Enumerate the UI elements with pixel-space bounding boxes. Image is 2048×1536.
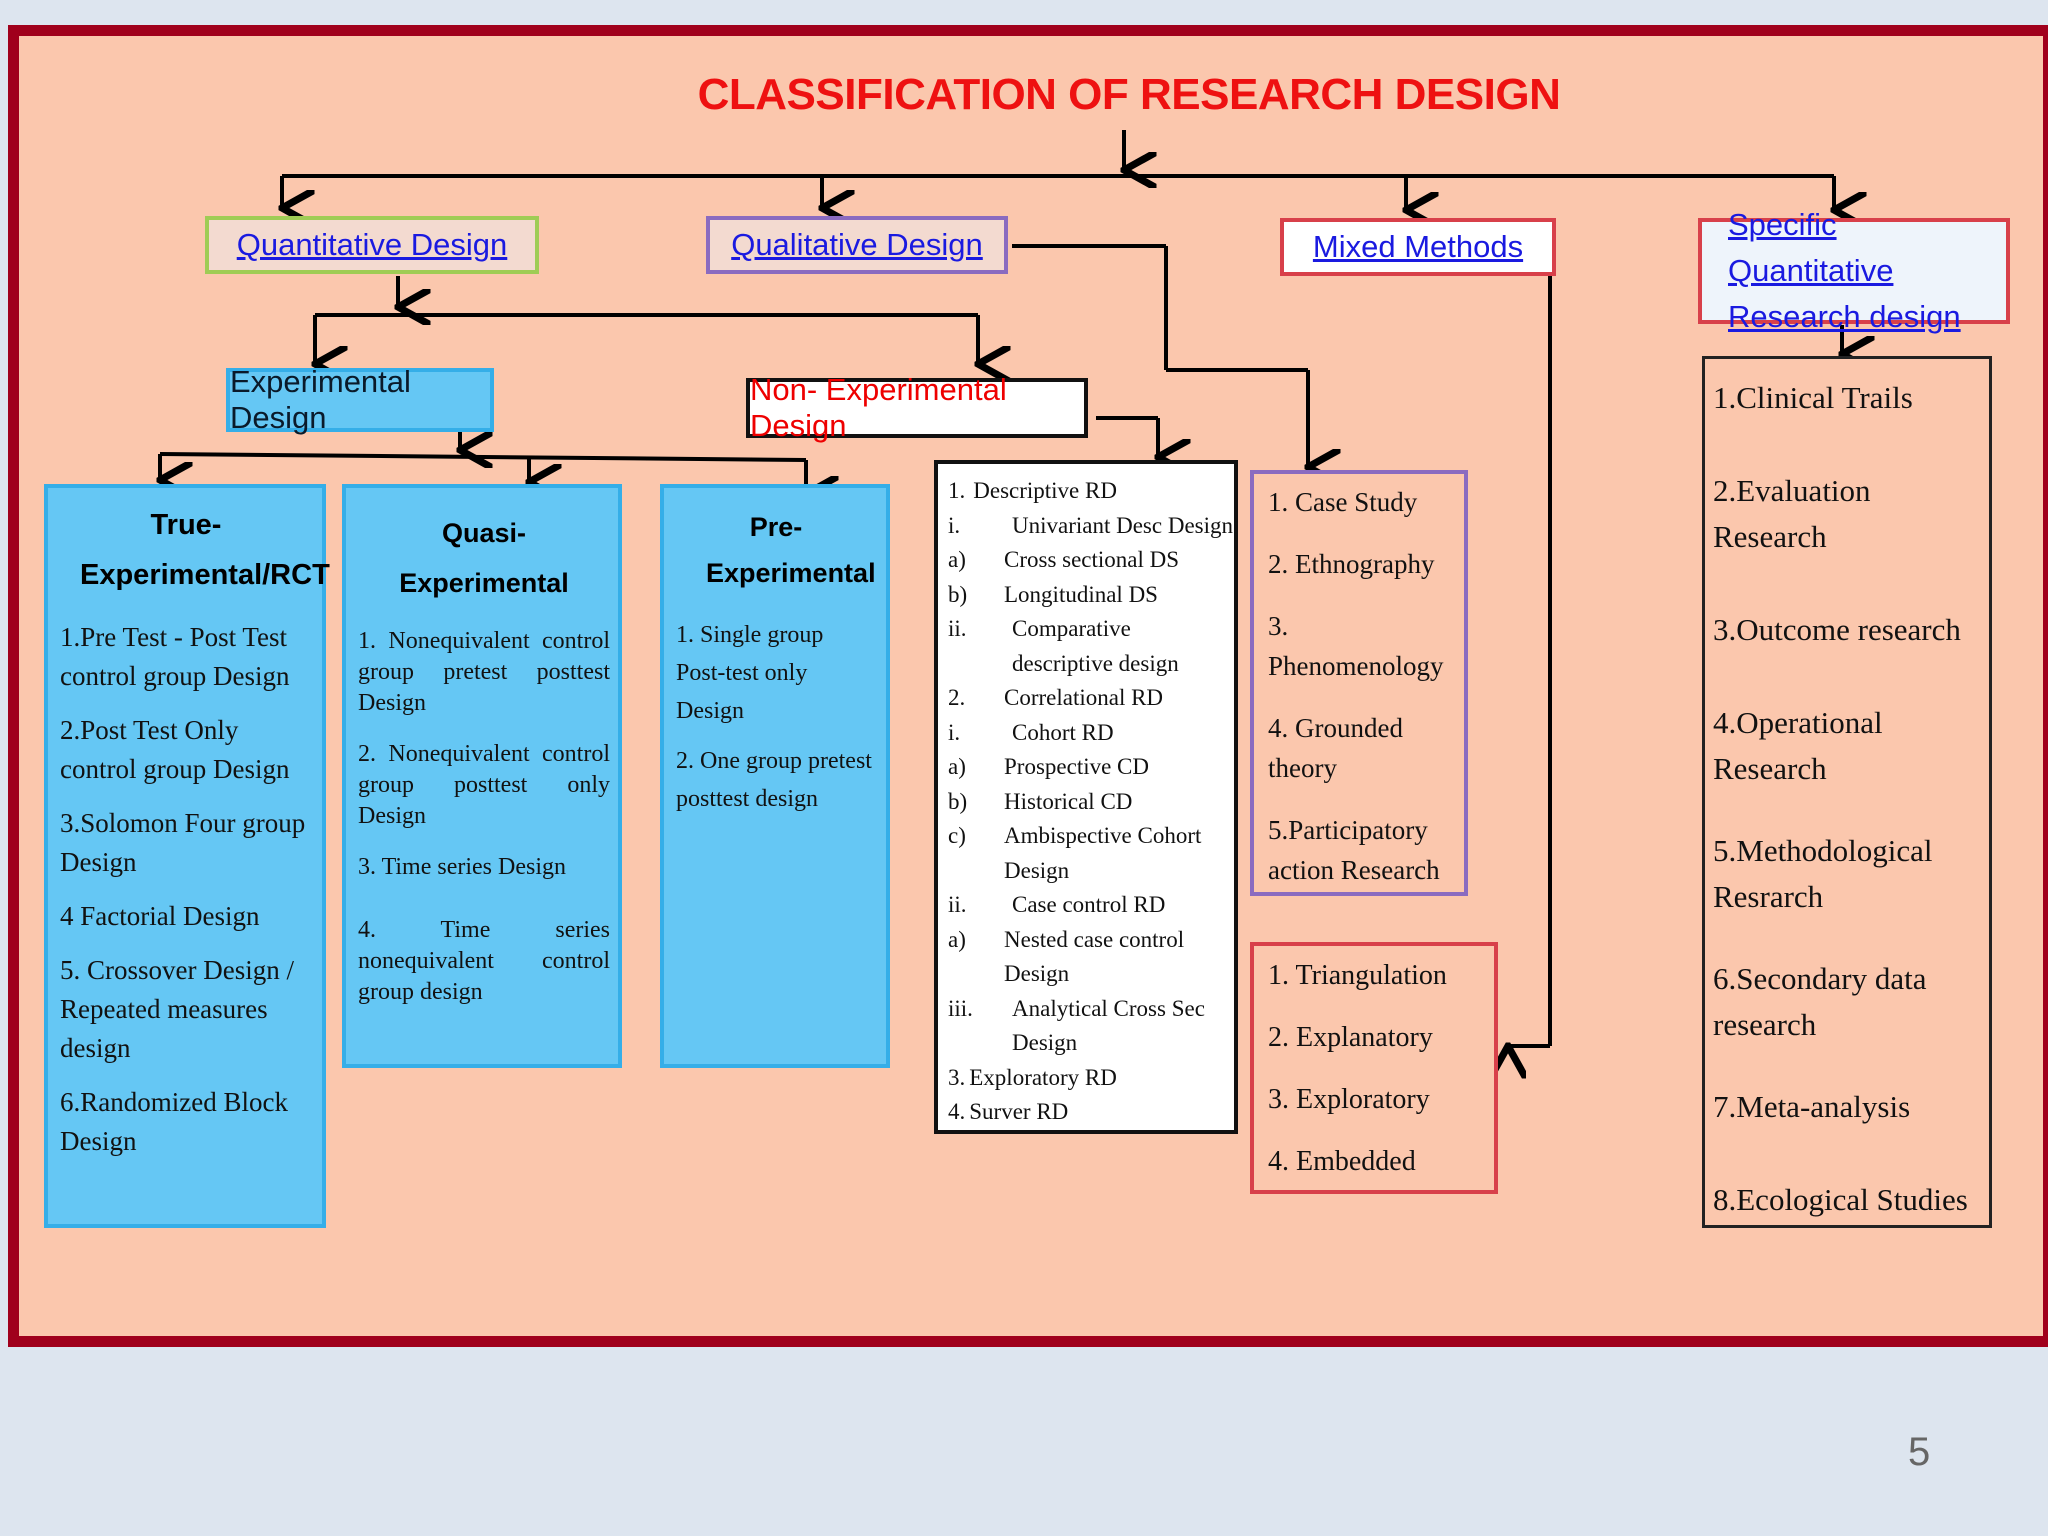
- list-item: 6.Randomized Block Design: [60, 1087, 288, 1156]
- outline-row: 2. Correlational RD: [948, 681, 1234, 716]
- list-item: 6.Secondary data research: [1713, 961, 1927, 1042]
- outline-text: Prospective CD: [1004, 754, 1150, 779]
- list-item: 4.Operational Research: [1713, 705, 1883, 786]
- list-item: 3.Solomon Four group Design: [60, 808, 306, 877]
- outline-text: Cross sectional DS: [1004, 547, 1180, 572]
- list-item: 3.Outcome research: [1713, 612, 1961, 647]
- list-item: 4. Time series nonequivalent control gro…: [358, 917, 610, 1005]
- outline-row: b) Longitudinal DS: [948, 578, 1234, 613]
- outline-text: Descriptive RD: [973, 478, 1117, 503]
- list-item: 7.Meta-analysis: [1713, 1089, 1911, 1124]
- list-item: 4 Factorial Design: [60, 901, 260, 931]
- outline-row: 4.Surver RD: [948, 1095, 1234, 1130]
- outline-marker: b): [948, 581, 968, 607]
- outline-row: i. Univariant Desc Design: [948, 509, 1234, 544]
- list-item: 2. Explanatory: [1268, 1022, 1433, 1053]
- non-experimental-design-header[interactable]: Non- Experimental Design: [746, 372, 1088, 443]
- list-item: 3. Time series Design: [358, 854, 567, 880]
- outline-row: a) Prospective CD: [948, 750, 1234, 785]
- outline-text: Univariant Desc Design: [1012, 512, 1233, 538]
- outline-marker: i.: [948, 719, 961, 745]
- outline-row: a) Cross sectional DS: [948, 543, 1234, 578]
- list-item: 1. Single group Post-test only Design: [676, 622, 824, 724]
- outline-marker: c): [948, 823, 966, 848]
- qualitative-list-box: 1. Case Study 2. Ethnography 3. Phenomenol…: [1250, 470, 1468, 896]
- outline-marker: b): [948, 788, 968, 814]
- outline-marker: a): [948, 754, 966, 779]
- outline-marker: a): [948, 547, 966, 572]
- outline-text: Nested case control Design: [1004, 926, 1185, 987]
- outline-marker: 1.: [948, 478, 966, 503]
- outline-row: 3.Exploratory RD: [948, 1061, 1234, 1096]
- outline-text: Ambispective Cohort Design: [1004, 823, 1202, 883]
- list-item: 2.Evaluation Research: [1713, 473, 1871, 554]
- list-item: 1.Pre Test - Post Test control group Des…: [60, 622, 290, 691]
- non-experimental-list-box: 1. Descriptive RD i. Univariant Desc Design…: [934, 460, 1238, 1134]
- outline-row: a) Nested case control Design: [948, 923, 1234, 992]
- list-item: 2. One group pretest posttest design: [676, 748, 872, 812]
- outline-row: ii. Comparative descriptive design: [948, 612, 1234, 681]
- pre-experimental-box: Pre- Experimental 1. Single group Post-t…: [660, 484, 890, 1068]
- outline-text: Comparative descriptive design: [1012, 616, 1179, 676]
- list-item: 1. Nonequivalent control group pretest p…: [358, 628, 610, 716]
- outline-text: Longitudinal DS: [1004, 581, 1158, 607]
- outline-text: Surver RD: [969, 1099, 1069, 1124]
- quasi-experimental-box: Quasi- Experimental 1. Nonequivalent con…: [342, 484, 622, 1068]
- specific-quantitative-list-box: 1.Clinical Trails 2.Evaluation Research 3.…: [1702, 356, 1992, 1228]
- list-item: 3. Phenomenology: [1268, 611, 1444, 681]
- outline-text: Case control RD: [1012, 892, 1166, 917]
- outline-row: ii. Case control RD: [948, 888, 1234, 923]
- true-experimental-box: True- Experimental/RCT 1.Pre Test - Post…: [44, 484, 330, 1228]
- outline-row: b) Historical CD: [948, 785, 1234, 820]
- list-item: 2. Ethnography: [1268, 549, 1435, 579]
- list-item: 5.Methodological Resrarch: [1713, 833, 1933, 914]
- list-item: 8.Ecological Studies: [1713, 1182, 1968, 1217]
- outline-marker: ii.: [948, 892, 967, 917]
- outline-marker: 2.: [948, 685, 966, 710]
- list-item: 1.Clinical Trails: [1713, 380, 1913, 415]
- outline-marker: 4.: [948, 1099, 966, 1124]
- list-item: 4. Grounded theory: [1268, 713, 1403, 783]
- quasi-experimental-title: Quasi- Experimental: [399, 518, 569, 598]
- outline-row: c) Ambispective Cohort Design: [948, 819, 1234, 888]
- diagram-title: CLASSIFICATION OF RESEARCH DESIGN: [697, 70, 1561, 119]
- quantitative-design-header[interactable]: Quantitative Design: [205, 216, 539, 274]
- page-number: 5: [1908, 1430, 1931, 1474]
- experimental-design-header[interactable]: Experimental Design: [226, 364, 494, 435]
- outline-text: Historical CD: [1004, 788, 1133, 814]
- specific-quantitative-header[interactable]: Specific Quantitative Research design: [1698, 207, 2010, 334]
- outline-text: Analytical Cross Sec Design: [1012, 995, 1205, 1056]
- list-item: 1. Case Study: [1268, 487, 1418, 517]
- outline-text: Correlational RD: [1004, 685, 1164, 710]
- outline-marker: iii.: [948, 995, 973, 1021]
- true-experimental-title: True- Experimental/RCT: [80, 509, 330, 591]
- outline-row: i. Cohort RD: [948, 716, 1234, 751]
- mixed-methods-list-box: 1. Triangulation 2. Explanatory 3. Explora…: [1250, 942, 1498, 1194]
- list-item: 1. Triangulation: [1268, 960, 1447, 991]
- outline-row: iii. Analytical Cross Sec Design: [948, 992, 1234, 1061]
- qualitative-design-header[interactable]: Qualitative Design: [706, 216, 1008, 274]
- outline-marker: ii.: [948, 616, 967, 641]
- outline-row: 1. Descriptive RD: [948, 474, 1234, 509]
- list-item: 5.Participatory action Research: [1268, 815, 1440, 885]
- pre-experimental-title: Pre- Experimental: [706, 512, 876, 588]
- outline-marker: 3.: [948, 1064, 966, 1090]
- outline-marker: a): [948, 926, 966, 952]
- outline-marker: i.: [948, 512, 961, 538]
- outline-text: Exploratory RD: [969, 1064, 1117, 1090]
- outline-text: Cohort RD: [1012, 719, 1114, 745]
- list-item: 2. Nonequivalent control group posttest …: [358, 741, 610, 829]
- list-item: 4. Embedded: [1268, 1146, 1416, 1177]
- list-item: 3. Exploratory: [1268, 1084, 1430, 1115]
- list-item: 5. Crossover Design / Repeated measures …: [60, 955, 294, 1063]
- mixed-methods-header[interactable]: Mixed Methods: [1280, 218, 1556, 276]
- list-item: 2.Post Test Only control group Design: [60, 715, 290, 784]
